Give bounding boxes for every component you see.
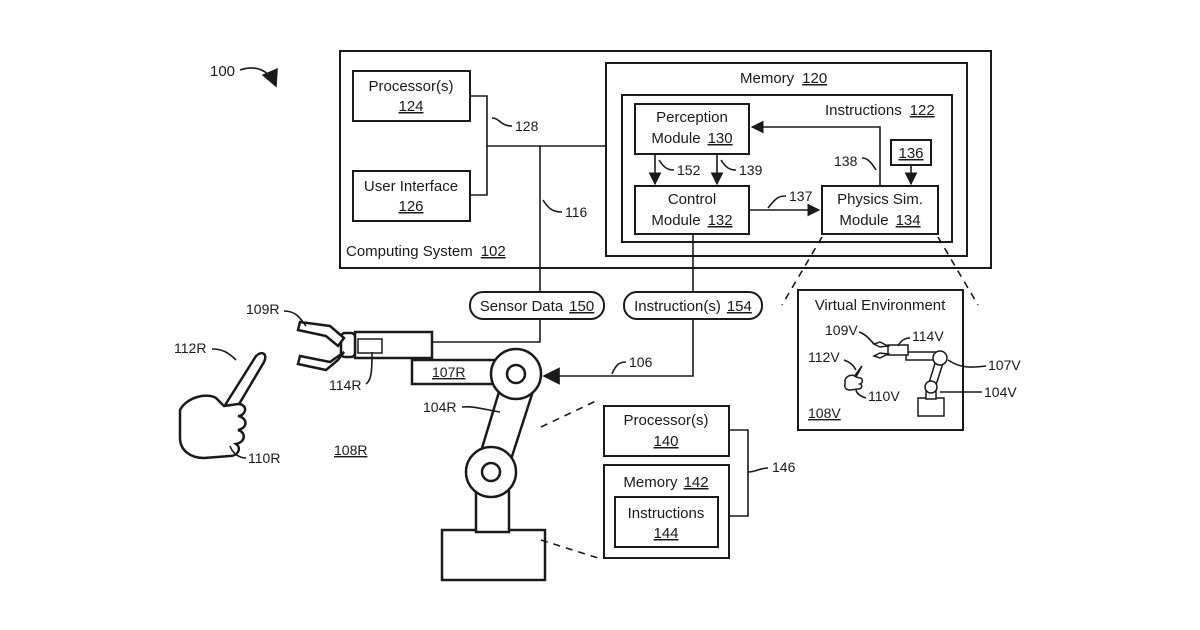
control-module-line2: Module132	[651, 212, 732, 229]
robot-gripper-lower-finger	[298, 352, 344, 370]
user-interface-ref: 126	[398, 198, 423, 215]
virtual-robot-base	[918, 398, 944, 416]
gripper-ref-label: 109R	[246, 301, 279, 317]
connection-106-label: 106	[629, 354, 653, 370]
human-hand	[180, 396, 246, 458]
sensor-data-label: Sensor Data150	[480, 298, 594, 315]
human-hand-with-stylus	[180, 353, 265, 458]
controller-bus-label: 146	[772, 459, 796, 475]
arrow-137-label: 137	[789, 188, 813, 204]
controller-instructions-label: Instructions	[628, 505, 705, 522]
controller-instructions-ref: 144	[653, 525, 678, 542]
link-ref-label: 116	[565, 204, 588, 220]
virtual-robot-wrist	[888, 345, 908, 355]
processor-124-ref: 124	[398, 98, 423, 115]
controller-processor-label: Processor(s)	[623, 412, 708, 429]
sensor-ref-label: 114R	[329, 377, 361, 393]
user-interface-label: User Interface	[364, 178, 458, 195]
virtual-arm-ref: 107V	[988, 357, 1021, 373]
connection-106-leader	[612, 362, 626, 374]
physics-module-line1: Physics Sim.	[837, 191, 923, 208]
object-ref-leader	[212, 349, 236, 360]
virtual-environment-title: Virtual Environment	[815, 297, 946, 314]
figure-ref-arrow	[240, 68, 276, 86]
virtual-robot-lower-joint	[925, 381, 937, 393]
arrow-138-label: 138	[834, 153, 858, 169]
arrow-139-label: 139	[739, 162, 763, 178]
memory-120-label: Memory120	[740, 70, 827, 87]
physics-module-line2: Module134	[839, 212, 920, 229]
sensor-to-robot-line	[432, 319, 540, 342]
controller-processor-ref: 140	[653, 433, 678, 450]
virtual-object-ref: 112V	[808, 349, 840, 365]
virtual-hand-shape	[845, 375, 863, 390]
virtual-sensor-ref: 114V	[912, 328, 944, 344]
computing-system-label: Computing System102	[346, 243, 506, 260]
controller-bus-leader	[748, 468, 768, 472]
virtual-robot-upper-joint	[933, 351, 947, 365]
processor-124-label: Processor(s)	[368, 78, 453, 95]
controller-dash-bottom	[541, 540, 598, 558]
object-ref-label: 112R	[174, 340, 206, 356]
virtual-gripper-ref: 109V	[825, 322, 858, 338]
environment-ref-label: 108R	[334, 442, 367, 458]
instructions-pill-label: Instruction(s)154	[634, 298, 752, 315]
robot-lower-joint-hub	[482, 463, 500, 481]
figure-ref-label: 100	[210, 63, 235, 80]
control-to-robot-arrow	[544, 319, 693, 376]
virtual-body-ref: 104V	[984, 384, 1017, 400]
virtual-environment-ref: 108V	[808, 405, 841, 421]
bus-ref-label: 128	[515, 118, 539, 134]
robot-base	[442, 530, 545, 580]
box-136-label: 136	[898, 145, 923, 162]
robot-sensor	[358, 339, 382, 353]
body-ref-label: 104R	[423, 399, 456, 415]
controller-bus-bracket	[729, 430, 748, 516]
control-module-line1: Control	[668, 191, 716, 208]
instructions-122-label: Instructions122	[825, 102, 935, 119]
robot-upper-joint-hub	[507, 365, 525, 383]
perception-module-line1: Perception	[656, 109, 728, 126]
controller-memory-label: Memory142	[623, 474, 708, 491]
arrow-152-label: 152	[677, 162, 701, 178]
hand-ref-label: 110R	[248, 450, 280, 466]
virtual-hand-ref: 110V	[868, 388, 900, 404]
robot-forearm-label: 107R	[432, 364, 465, 380]
controller-dash-top	[541, 400, 598, 427]
perception-module-line2: Module130	[651, 130, 732, 147]
